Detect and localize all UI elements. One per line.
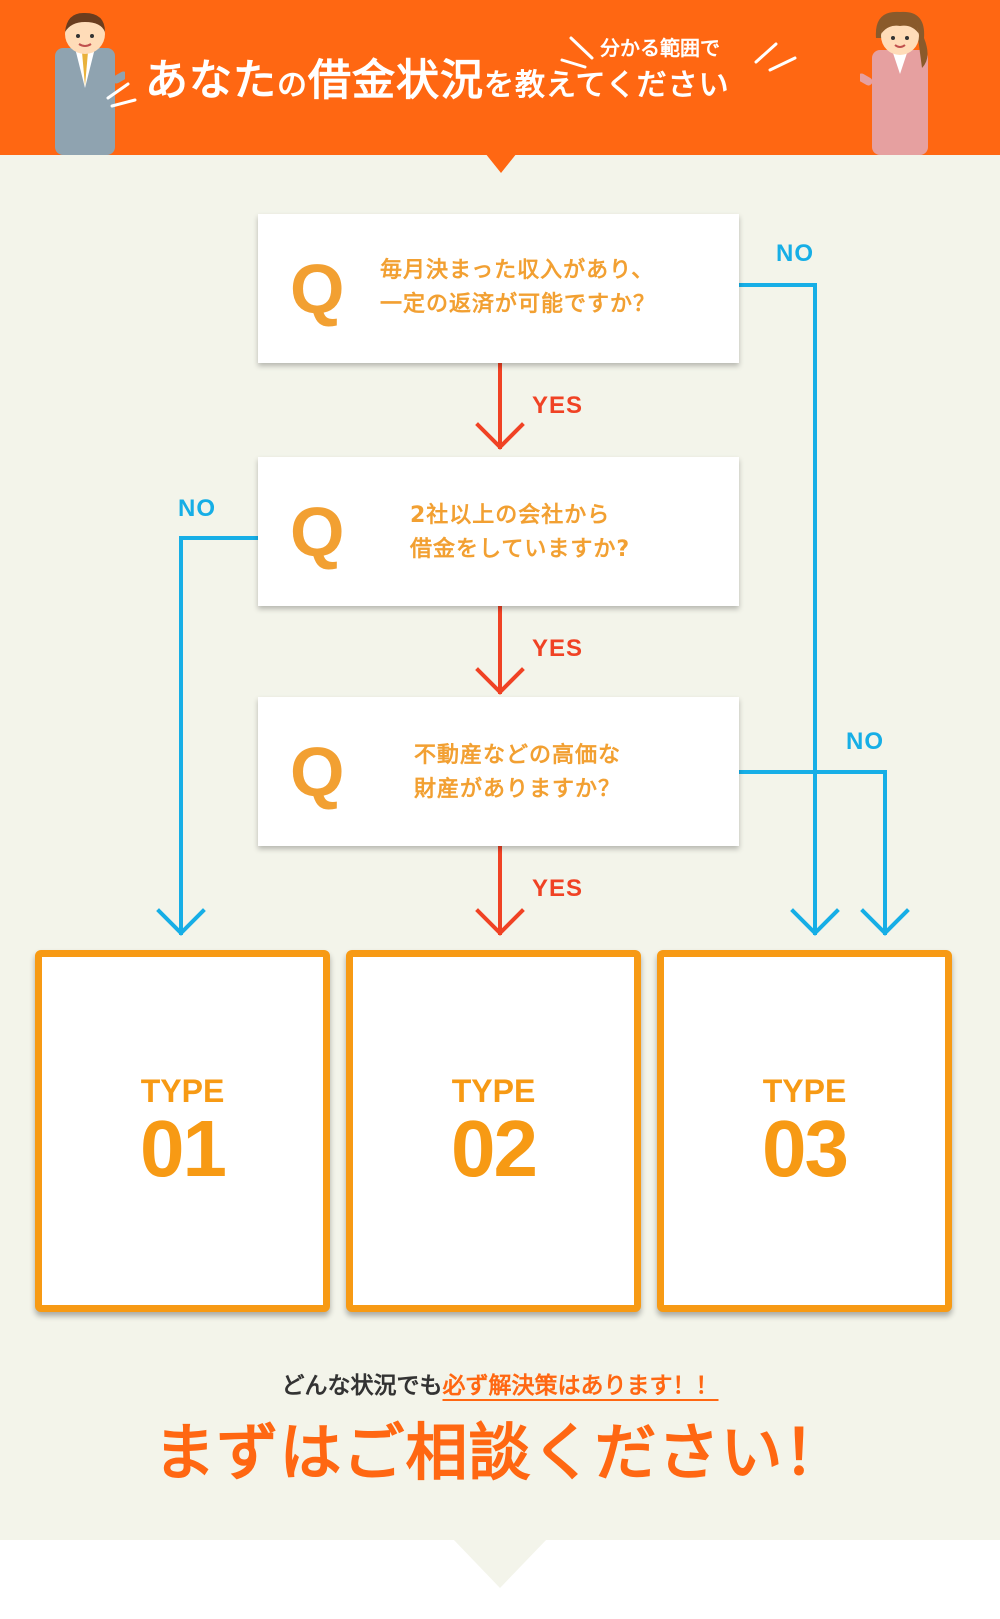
yes-label-1: YES [532, 392, 584, 419]
type-box-01: TYPE 01 [35, 950, 330, 1312]
yes-label-2: YES [532, 635, 584, 662]
question-box-1: Q 毎月決まった収入があり、 一定の返済が可能ですか？ [258, 214, 739, 363]
type-label: TYPE [451, 1073, 536, 1109]
question-text: 不動産などの高価な 財産がありますか？ [414, 739, 621, 807]
type-label: TYPE [762, 1073, 847, 1109]
question-line: 不動産などの高価な [414, 743, 622, 768]
yes-arrow-3 [475, 846, 525, 936]
header-pointer [485, 153, 517, 173]
businessman-illustration [55, 12, 125, 155]
closing-prefix: どんな状況でも [281, 1373, 443, 1399]
type-box-03: TYPE 03 [657, 950, 952, 1312]
question-line: 一定の返済が可能ですか？ [380, 292, 657, 317]
no-arrow-3 [738, 770, 910, 936]
question-box-3: Q 不動産などの高価な 財産がありますか？ [258, 697, 739, 846]
no-arrow-2 [156, 536, 260, 936]
question-line: 毎月決まった収入があり、 [380, 258, 655, 283]
closing-message: どんな状況でも必ず解決策はあります！！ [0, 1375, 1000, 1398]
bottom-pointer [452, 1538, 548, 1588]
yes-arrow-1 [475, 363, 525, 450]
type-box-02: TYPE 02 [346, 950, 641, 1312]
q-icon: Q [290, 733, 345, 811]
header-subtitle: 分かる範囲で [600, 36, 720, 60]
title-part: あなた [145, 56, 277, 106]
q-icon: Q [290, 493, 345, 571]
yes-label-3: YES [532, 875, 584, 902]
question-box-2: Q 2社以上の会社から 借金をしていますか? [258, 457, 739, 606]
no-label-3: NO [846, 728, 884, 755]
businesswoman-illustration [860, 11, 928, 155]
type-label: TYPE [140, 1073, 225, 1109]
question-line: 財産がありますか？ [414, 777, 622, 802]
header-banner [0, 0, 1000, 155]
consultation-call-to-action: まずはご相談ください！ [153, 1416, 847, 1489]
question-line: 2社以上の会社から [410, 503, 611, 528]
title-part: を教えてください [484, 68, 730, 103]
type-number: 03 [762, 1104, 849, 1193]
question-text: 毎月決まった収入があり、 一定の返済が可能ですか？ [380, 254, 656, 322]
yes-arrow-2 [475, 606, 525, 695]
type-number: 02 [451, 1104, 538, 1193]
no-label-1: NO [776, 240, 814, 267]
title-part: の [277, 68, 308, 103]
header-title: あなたの借金状況を教えてください [145, 60, 730, 103]
type-number: 01 [140, 1104, 227, 1193]
question-text: 2社以上の会社から 借金をしていますか? [410, 499, 630, 567]
subtitle-spark-lines [106, 36, 797, 108]
no-arrow-1 [738, 283, 840, 936]
question-line: 借金をしていますか? [410, 537, 631, 562]
closing-emphasis: 必ず解決策はあります！！ [442, 1373, 719, 1399]
q-icon: Q [290, 250, 345, 328]
no-label-2: NO [178, 495, 216, 522]
title-part: 借金状況 [308, 56, 484, 106]
